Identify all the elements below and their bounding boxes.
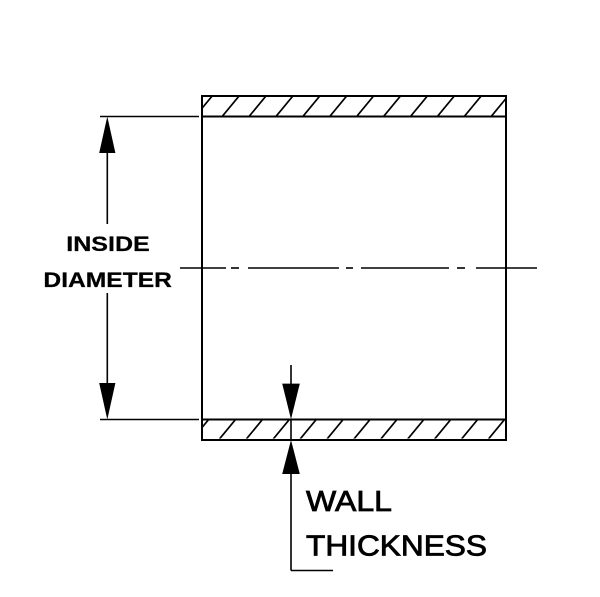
svg-text:INSIDE: INSIDE <box>66 231 150 256</box>
svg-text:THICKNESS: THICKNESS <box>306 531 487 563</box>
svg-text:WALL: WALL <box>306 486 392 518</box>
svg-text:DIAMETER: DIAMETER <box>43 267 172 292</box>
